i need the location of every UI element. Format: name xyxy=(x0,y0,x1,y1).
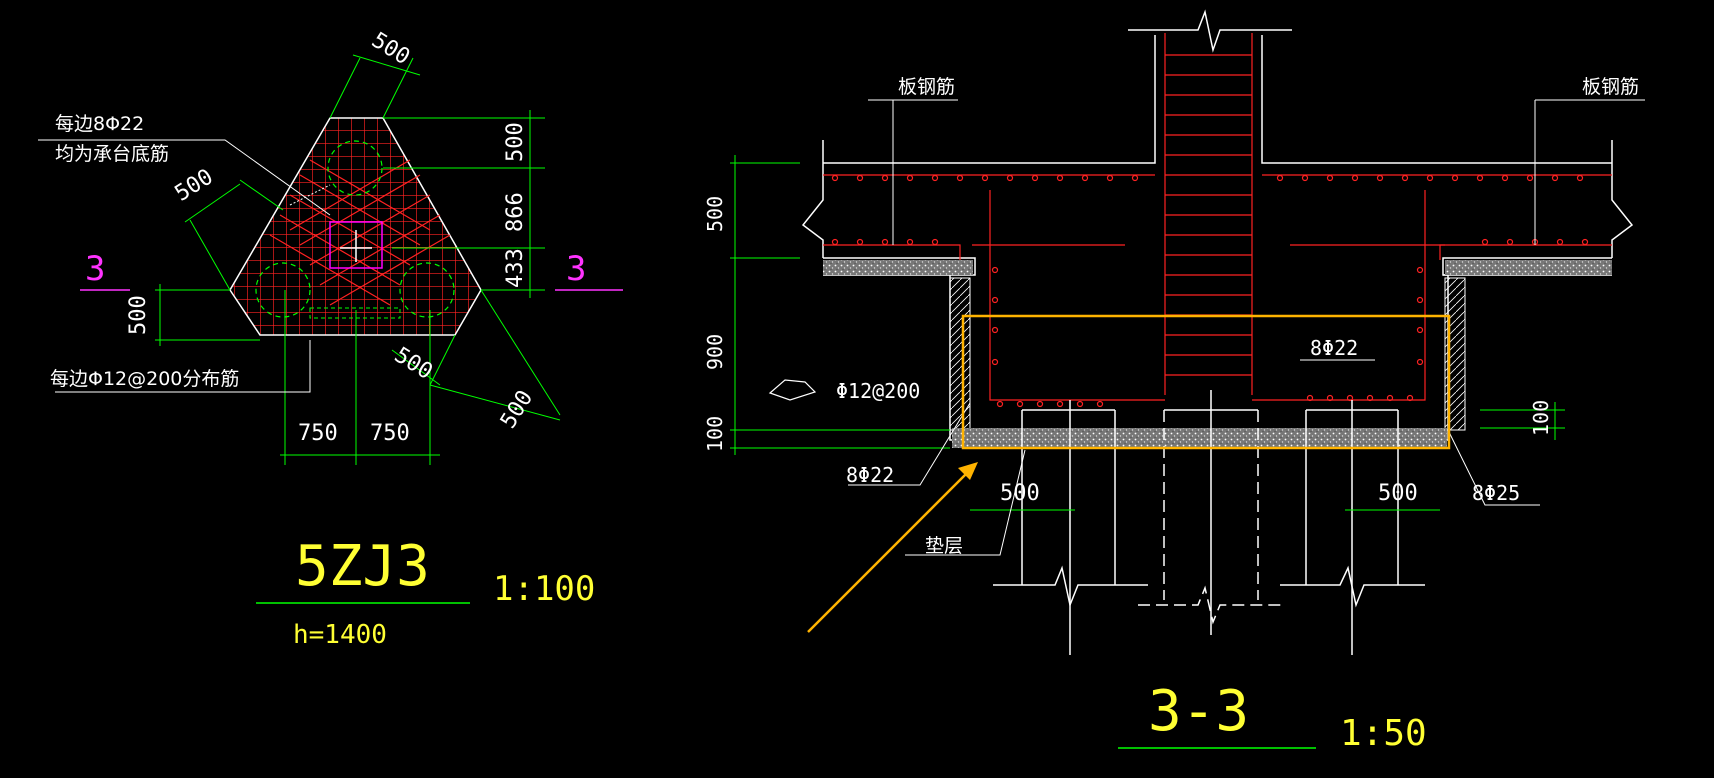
section-scale: 1:50 xyxy=(1340,713,1427,754)
highlight-arrow xyxy=(807,462,978,633)
stirrup-symbol xyxy=(768,379,817,401)
dim-cushion-100-left: 100 xyxy=(703,416,727,452)
dim-left-height-500: 500 xyxy=(126,295,151,335)
label-cushion: 垫层 xyxy=(925,535,963,557)
plan-title: 5ZJ3 xyxy=(295,534,430,599)
dim-right-866: 866 xyxy=(503,192,528,232)
dim-cap-900: 900 xyxy=(703,334,727,370)
pile-cap-outline xyxy=(229,117,482,336)
note-bottom-bars-line2: 均为承台底筋 xyxy=(55,143,169,165)
plan-dimension-lines xyxy=(38,54,561,465)
note-distribution-bars: 每边Φ12@200分布筋 xyxy=(50,368,239,390)
plan-scale: 1:100 xyxy=(493,569,595,609)
bottom-cushion xyxy=(952,428,1447,448)
section-view: 板钢筋 板钢筋 Φ12@200 8Φ22 8Φ22 8Φ25 垫层 500 90… xyxy=(703,9,1645,754)
section-mark-right: 3 xyxy=(566,249,586,289)
dim-bottom-right-outer-500: 500 xyxy=(496,386,538,433)
label-slab-rebar-right: 板钢筋 xyxy=(1582,76,1639,98)
slab-cushion-right xyxy=(1445,260,1612,275)
label-slab-rebar-left: 板钢筋 xyxy=(898,76,955,98)
column-square xyxy=(329,221,383,269)
section-dimension-lines xyxy=(730,155,1565,511)
column xyxy=(823,9,1612,164)
highlight-box xyxy=(961,314,1451,450)
dim-left-500: 500 xyxy=(171,164,218,206)
section-title: 3-3 xyxy=(1148,679,1249,744)
dim-top-500: 500 xyxy=(367,28,414,70)
section-leader-lines xyxy=(848,99,1645,556)
rebar-bands xyxy=(269,159,451,306)
dim-slab-500: 500 xyxy=(703,196,727,232)
dim-bottom-left-750: 750 xyxy=(298,421,338,446)
dim-right-500: 500 xyxy=(503,122,528,162)
dim-pile-500-right: 500 xyxy=(1378,481,1418,506)
pile-circle-right xyxy=(399,262,455,318)
label-bars-8-25: 8Φ25 xyxy=(1472,481,1520,505)
note-bottom-bars-line1: 每边8Φ22 xyxy=(55,113,144,135)
section-mark-left: 3 xyxy=(85,249,105,289)
label-bars-8-22-bottom: 8Φ22 xyxy=(846,463,894,487)
pile-circle-left xyxy=(255,262,311,318)
pile-circle-top xyxy=(327,140,383,196)
label-bars-8-22-top: 8Φ22 xyxy=(1310,336,1358,360)
slab-rebar xyxy=(823,174,1612,401)
label-stirrup: Φ12@200 xyxy=(836,379,920,403)
piles xyxy=(993,390,1425,655)
dim-bottom-right-750: 750 xyxy=(370,421,410,446)
dim-cushion-100-right: 100 xyxy=(1529,400,1553,436)
slab-cushion-left xyxy=(823,260,973,275)
plan-view: 500 500 500 866 433 500 500 500 750 750 … xyxy=(38,28,623,650)
dim-pile-500-left: 500 xyxy=(1000,481,1040,506)
slab xyxy=(801,140,1634,441)
plan-height-note: h=1400 xyxy=(293,620,387,650)
rebar-dots xyxy=(831,174,1589,408)
dim-right-433: 433 xyxy=(503,248,528,288)
